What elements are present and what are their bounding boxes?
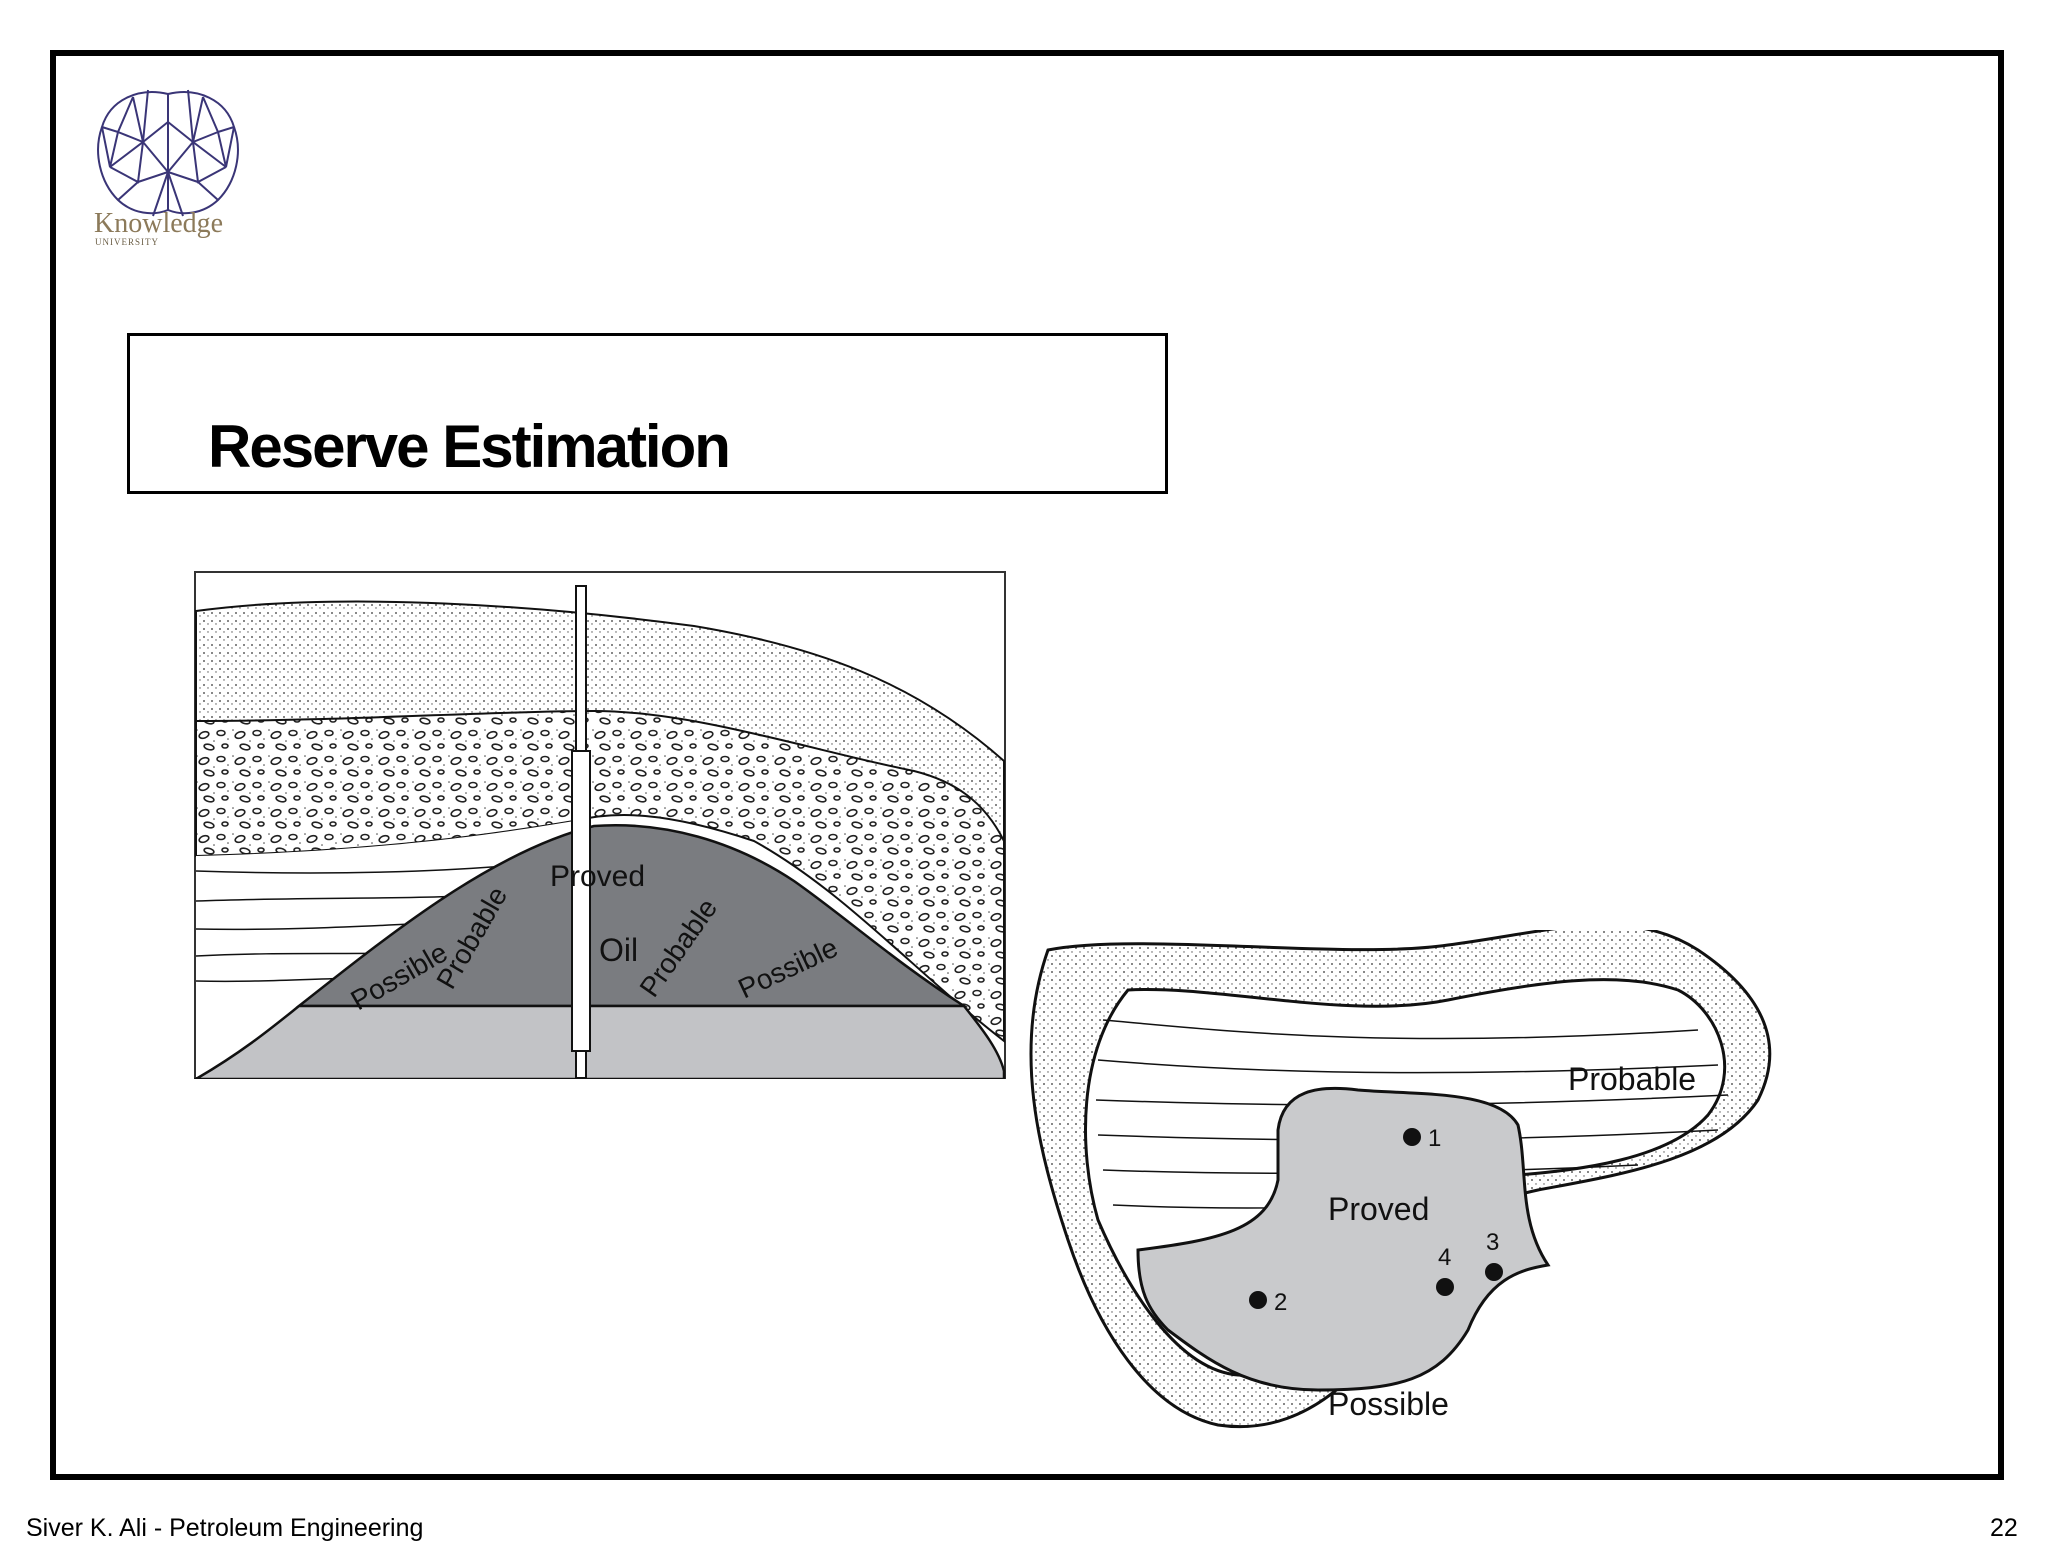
page-number: 22 [1990,1514,2018,1542]
label-proved: Proved [550,860,645,893]
logo-subtitle: UNIVERSITY [95,237,159,247]
label-oil: Oil [599,932,638,968]
well-4-label: 4 [1438,1244,1451,1271]
well-2-marker [1249,1291,1267,1309]
knowledge-university-logo [97,89,239,217]
label-probable: Probable [1568,1061,1696,1097]
well-3-label: 3 [1486,1229,1499,1256]
well-4-marker [1436,1278,1454,1296]
well-2-label: 2 [1274,1289,1287,1316]
label-possible: Possible [1328,1386,1449,1422]
title-box [127,333,1168,494]
well-1-marker [1403,1128,1421,1146]
well-1-label: 1 [1428,1125,1441,1152]
well-3-marker [1485,1263,1503,1281]
reservoir-map-view: 1 2 3 4 Probable Proved Possible [1029,930,1772,1429]
footer-author: Siver K. Ali - Petroleum Engineering [26,1514,424,1542]
slide-frame [50,50,2004,1480]
reservoir-cross-section: Proved Oil Probable Possible Probable Po… [194,571,1006,1079]
logo-wordmark: Knowledge [94,208,224,239]
label-proved: Proved [1328,1191,1429,1227]
slide-title: Reserve Estimation [208,413,731,480]
